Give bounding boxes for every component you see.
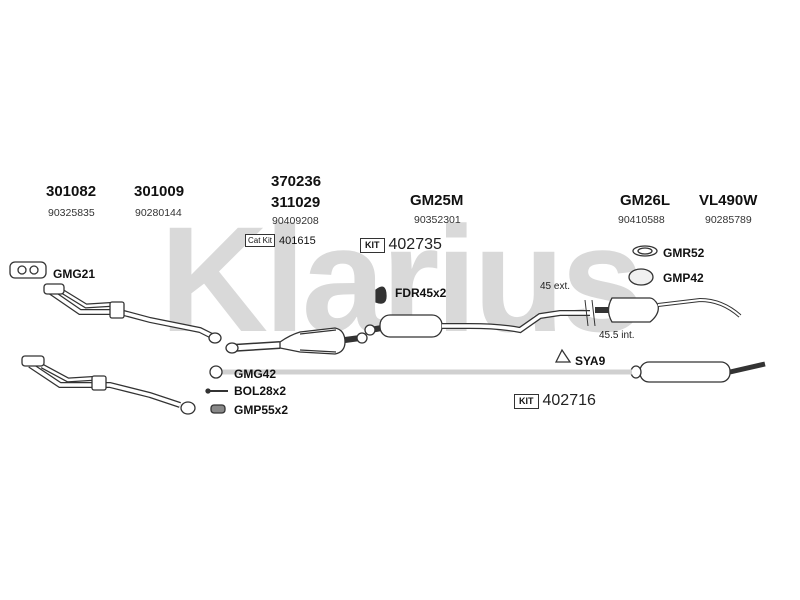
bolt-bol28-icon xyxy=(205,388,228,394)
part-number-vl490w[interactable]: VL490W xyxy=(699,192,758,209)
part-number-gm25m[interactable]: GM25M xyxy=(410,192,464,209)
mount-fdr45-icon xyxy=(375,286,387,304)
gasket-gmp55-icon xyxy=(210,404,226,414)
cat-kit-number: 401615 xyxy=(279,234,316,247)
gasket-gmg42-icon xyxy=(209,365,223,379)
front-pipe-301082-icon xyxy=(43,283,222,344)
label-45-5-int: 45.5 int. xyxy=(599,330,635,341)
rear-silencer-vl490w-icon xyxy=(630,361,766,383)
front-pipe-301009-icon xyxy=(21,355,196,415)
oe-number-90409208: 90409208 xyxy=(272,215,319,227)
middle-silencer-gm25m-icon xyxy=(364,310,590,338)
rear-silencer-gm26l-icon xyxy=(595,297,742,323)
kit-tag: KIT xyxy=(514,393,539,409)
joint-marks-icon xyxy=(584,299,596,327)
kit-number: 402716 xyxy=(542,392,596,409)
oe-number-90410588: 90410588 xyxy=(618,214,665,226)
label-gmg21[interactable]: GMG21 xyxy=(53,267,96,281)
kit-402716[interactable]: KIT 402716 xyxy=(514,392,596,410)
part-number-gm26l[interactable]: GM26L xyxy=(620,192,671,209)
label-45-ext: 45 ext. xyxy=(540,281,571,292)
kit-number: 402735 xyxy=(388,236,442,253)
label-gmg42[interactable]: GMG42 xyxy=(234,367,277,381)
label-gmr52[interactable]: GMR52 xyxy=(663,246,705,260)
part-number-301082[interactable]: 301082 xyxy=(46,183,97,200)
kit-402735[interactable]: KIT 402735 xyxy=(360,236,442,254)
cat-kit-401615[interactable]: Cat Kit 401615 xyxy=(245,234,316,247)
oe-number-90325835: 90325835 xyxy=(48,207,95,219)
oe-number-90285789: 90285789 xyxy=(705,214,752,226)
label-gmp55x2[interactable]: GMP55x2 xyxy=(234,403,289,417)
label-sya9[interactable]: SYA9 xyxy=(575,354,606,368)
gasket-gmp42-icon xyxy=(628,268,654,286)
part-number-370236[interactable]: 370236 xyxy=(271,173,322,190)
label-bol28x2[interactable]: BOL28x2 xyxy=(234,384,287,398)
catalyst-370236-icon xyxy=(225,327,368,355)
ring-gmr52-icon xyxy=(632,245,658,257)
oe-number-90280144: 90280144 xyxy=(135,207,182,219)
label-gmp42[interactable]: GMP42 xyxy=(663,271,704,285)
gasket-gmg21-icon xyxy=(9,261,47,279)
cat-kit-tag: Cat Kit xyxy=(245,234,276,247)
part-number-311029[interactable]: 311029 xyxy=(271,194,321,211)
label-fdr45x2[interactable]: FDR45x2 xyxy=(395,286,447,300)
hanger-sya9-icon xyxy=(554,348,572,363)
part-number-301009[interactable]: 301009 xyxy=(134,183,185,200)
kit-tag: KIT xyxy=(360,237,385,253)
oe-number-90352301: 90352301 xyxy=(414,214,461,226)
